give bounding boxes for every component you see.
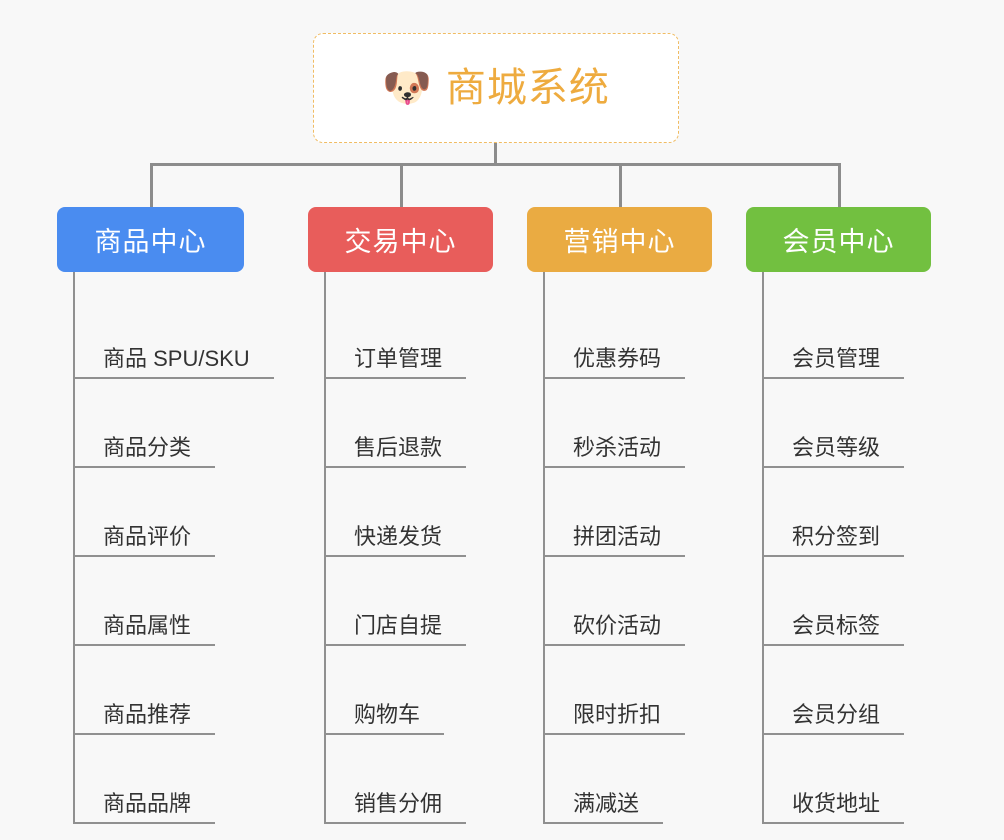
- dog-face-icon: 🐶: [382, 66, 432, 110]
- list-item[interactable]: 商品分类: [73, 379, 317, 468]
- list-item[interactable]: 会员分组: [762, 646, 976, 735]
- list-item[interactable]: 会员管理: [762, 290, 976, 379]
- leaf-label: 秒杀活动: [543, 435, 686, 468]
- list-item[interactable]: 商品推荐: [73, 646, 317, 735]
- leaf-label: 商品评价: [73, 524, 216, 557]
- connector-horizontal-bus: [150, 163, 840, 166]
- leaf-label: 积分签到: [762, 524, 905, 557]
- connector-drop-3: [619, 163, 622, 207]
- leaf-list-member-center: 会员管理 会员等级 积分签到 会员标签 会员分组 收货地址: [762, 272, 976, 824]
- category-node-member-center[interactable]: 会员中心: [746, 207, 931, 272]
- branch-marketing-center: 营销中心 优惠券码 秒杀活动 拼团活动 砍价活动 限时折扣 满减送: [527, 207, 757, 824]
- category-label: 会员中心: [782, 227, 895, 257]
- list-item[interactable]: 拼团活动: [543, 468, 757, 557]
- leaf-label: 砍价活动: [543, 613, 686, 646]
- list-item[interactable]: 限时折扣: [543, 646, 757, 735]
- root-node[interactable]: 🐶 商城系统: [313, 33, 679, 143]
- list-item[interactable]: 会员标签: [762, 557, 976, 646]
- leaf-label: 商品 SPU/SKU: [73, 346, 274, 379]
- leaf-label: 商品品牌: [73, 791, 216, 824]
- category-label: 商品中心: [94, 227, 207, 257]
- leaf-label: 销售分佣: [324, 791, 467, 824]
- leaf-label: 售后退款: [324, 435, 467, 468]
- list-item[interactable]: 售后退款: [324, 379, 538, 468]
- list-item[interactable]: 快递发货: [324, 468, 538, 557]
- list-item[interactable]: 秒杀活动: [543, 379, 757, 468]
- list-item[interactable]: 商品 SPU/SKU: [73, 290, 317, 379]
- list-item[interactable]: 收货地址: [762, 735, 976, 824]
- list-item[interactable]: 积分签到: [762, 468, 976, 557]
- leaf-label: 门店自提: [324, 613, 467, 646]
- branch-member-center: 会员中心 会员管理 会员等级 积分签到 会员标签 会员分组 收货地址: [746, 207, 976, 824]
- list-item[interactable]: 满减送: [543, 735, 757, 824]
- leaf-label: 收货地址: [762, 791, 905, 824]
- leaf-list-trade-center: 订单管理 售后退款 快递发货 门店自提 购物车 销售分佣: [324, 272, 538, 824]
- leaf-label: 商品推荐: [73, 702, 216, 735]
- connector-root-stem: [494, 143, 497, 164]
- category-node-marketing-center[interactable]: 营销中心: [527, 207, 712, 272]
- list-item[interactable]: 购物车: [324, 646, 538, 735]
- list-item[interactable]: 订单管理: [324, 290, 538, 379]
- list-item[interactable]: 商品评价: [73, 468, 317, 557]
- leaf-list-marketing-center: 优惠券码 秒杀活动 拼团活动 砍价活动 限时折扣 满减送: [543, 272, 757, 824]
- leaf-label: 会员标签: [762, 613, 905, 646]
- category-label: 营销中心: [563, 227, 676, 257]
- leaf-list-product-center: 商品 SPU/SKU 商品分类 商品评价 商品属性 商品推荐 商品品牌: [73, 272, 317, 824]
- leaf-label: 快递发货: [324, 524, 467, 557]
- list-item[interactable]: 会员等级: [762, 379, 976, 468]
- branch-product-center: 商品中心 商品 SPU/SKU 商品分类 商品评价 商品属性 商品推荐 商品品牌: [57, 207, 317, 824]
- category-node-product-center[interactable]: 商品中心: [57, 207, 244, 272]
- leaf-label: 会员分组: [762, 702, 905, 735]
- list-item[interactable]: 销售分佣: [324, 735, 538, 824]
- leaf-label: 购物车: [324, 702, 445, 735]
- list-item[interactable]: 门店自提: [324, 557, 538, 646]
- category-node-trade-center[interactable]: 交易中心: [308, 207, 493, 272]
- list-item[interactable]: 砍价活动: [543, 557, 757, 646]
- list-item[interactable]: 优惠券码: [543, 290, 757, 379]
- leaf-label: 订单管理: [324, 346, 467, 379]
- connector-drop-4: [838, 163, 841, 207]
- connector-drop-1: [150, 163, 153, 207]
- leaf-label: 商品属性: [73, 613, 216, 646]
- category-label: 交易中心: [344, 227, 457, 257]
- leaf-label: 拼团活动: [543, 524, 686, 557]
- root-node-label: 商城系统: [445, 66, 610, 110]
- connector-drop-2: [400, 163, 403, 207]
- leaf-label: 限时折扣: [543, 702, 686, 735]
- branch-trade-center: 交易中心 订单管理 售后退款 快递发货 门店自提 购物车 销售分佣: [308, 207, 538, 824]
- leaf-label: 会员等级: [762, 435, 905, 468]
- leaf-label: 商品分类: [73, 435, 216, 468]
- leaf-label: 会员管理: [762, 346, 905, 379]
- list-item[interactable]: 商品属性: [73, 557, 317, 646]
- leaf-label: 满减送: [543, 791, 664, 824]
- leaf-label: 优惠券码: [543, 346, 686, 379]
- list-item[interactable]: 商品品牌: [73, 735, 317, 824]
